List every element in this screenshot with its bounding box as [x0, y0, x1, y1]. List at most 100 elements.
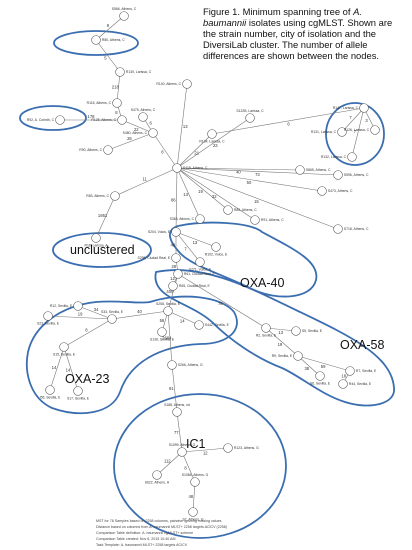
edge-distance-label: 112 — [164, 459, 171, 464]
edge-distance-label: 8 — [184, 466, 187, 471]
cluster-outline-oxa23 — [25, 295, 238, 415]
tree-edge — [351, 107, 365, 158]
tree-edge — [341, 107, 365, 133]
tree-edge — [176, 167, 323, 192]
strain-node — [250, 215, 260, 225]
edge-distance-label: 13 — [193, 240, 198, 245]
strain-label: S17, Sevilla, E — [67, 396, 90, 400]
edge-distance-label: 34 — [94, 307, 99, 312]
strain-label: R7, Sevilla, E — [356, 369, 377, 373]
tree-edge — [177, 273, 267, 329]
edge-distance-label: 56 — [160, 318, 165, 323]
edge-distance-label: 13 — [183, 192, 188, 197]
tree-edge — [95, 195, 116, 239]
edge-distance-label: 8 — [85, 328, 88, 333]
footer-line: Distance based on columns from A. bauman… — [96, 525, 227, 529]
strain-node — [171, 253, 181, 263]
edge-distance-label: 3 — [365, 118, 368, 123]
tree-edge — [181, 451, 196, 483]
strain-node — [177, 447, 187, 457]
strain-label: S718, Athens, C — [344, 227, 369, 231]
strain-label: R140, Athens, C — [156, 82, 181, 86]
edge-distance-label: 32 — [212, 194, 217, 199]
strain-label: S363, Athens, C — [170, 217, 195, 221]
tree-edge — [175, 231, 217, 248]
strain-node — [261, 323, 271, 333]
strain-node — [223, 205, 233, 215]
edge-distance-label: 11 — [143, 177, 148, 182]
tree-edge — [192, 481, 196, 513]
tree-edge — [156, 451, 183, 476]
strain-node — [152, 470, 162, 480]
strain-label: S122B, Larissa, C — [236, 109, 264, 113]
strain-label: R12, Sevilla, E — [50, 304, 73, 308]
strain-label: R128, Athens, C — [91, 118, 116, 122]
edge-distance-label: 78 — [218, 301, 223, 306]
strain-label: S480, Athens, C — [123, 131, 148, 135]
strain-label: R131, Larissa, C — [311, 130, 337, 134]
footer-line: Comparison Table definition: A. baumanni… — [96, 531, 193, 535]
cluster-labels: unclustered OXA-40 OXA-23 OXA-58 IC1 — [65, 243, 385, 451]
cluster-label-ic1: IC1 — [186, 437, 206, 451]
edge-distance-label: 19 — [78, 312, 83, 317]
tree-edge — [176, 117, 251, 169]
edge-distance-label: 2684 — [162, 336, 172, 341]
strain-node — [370, 125, 380, 135]
tree-edge — [121, 119, 154, 134]
strain-label: S442, Sevilla, E — [205, 323, 230, 327]
strain-label: S5, Sevilla, E — [302, 329, 323, 333]
edge-distance-label: 15 — [254, 199, 259, 204]
strain-label: S7, Athens, G — [183, 517, 204, 521]
strain-node — [182, 79, 192, 89]
edge-distance-label: 21 — [194, 151, 199, 156]
strain-label: S1084, Athens, G — [182, 473, 209, 477]
strain-node — [119, 11, 129, 21]
strain-label: R61, Ciudad Real, E — [184, 272, 216, 276]
strain-node — [190, 477, 200, 487]
tree-edge — [47, 315, 113, 320]
tree-edge — [49, 346, 65, 391]
strain-label: S566, Athens, C — [112, 7, 137, 11]
tree-edge — [297, 355, 321, 377]
tree-edge — [175, 231, 201, 263]
tree-edge — [95, 39, 121, 73]
strain-node — [359, 103, 369, 113]
tree-edge — [152, 132, 178, 169]
edge-distance-label: 23 — [213, 143, 218, 148]
strain-node — [107, 314, 117, 324]
edge-distance-label: 1951 — [98, 213, 108, 218]
tree-edge — [114, 167, 178, 197]
edge-distance-label: 73 — [255, 172, 260, 177]
strain-label: S419, Athens, C — [183, 166, 208, 170]
edge-distance-label: 14 — [180, 318, 185, 323]
strain-label: R9, Sevilla, E — [272, 354, 293, 358]
edge-distance-label: 178 — [88, 114, 96, 119]
strain-label: R123, Athens, G — [234, 446, 259, 450]
strain-label: R18, Larissa, A — [85, 243, 109, 247]
strain-node — [112, 98, 122, 108]
tree-edge — [167, 310, 200, 326]
edge-distance-label: 48 — [170, 242, 175, 247]
figure-footer: MST for 78 Samples based on 2258 columns… — [96, 519, 227, 547]
strain-label: S15, Sevilla, E — [53, 352, 76, 356]
strain-label: S204, Volos, E — [148, 230, 171, 234]
strain-node — [73, 386, 83, 396]
strain-node — [291, 326, 301, 336]
strain-label: S295, Ciudad Real, E — [137, 256, 170, 260]
edge-distance-label: 77 — [174, 430, 179, 435]
cluster-outline-corinth — [19, 105, 87, 131]
strain-node — [295, 165, 305, 175]
strain-label: S188, Athens, nd — [164, 403, 190, 407]
tree-edge — [107, 132, 154, 151]
figure-caption: Figure 1. Minimum spanning tree of A. ba… — [203, 6, 407, 61]
tree-edge — [176, 167, 339, 176]
edge-distance-label: 18 — [341, 373, 346, 378]
strain-label: R147, Larissa, C — [333, 106, 359, 110]
tree-edge — [265, 327, 297, 332]
strain-label: S33, Sevilla, E — [101, 310, 124, 314]
strain-node — [91, 233, 101, 243]
edge-distance-label: 9 — [107, 23, 110, 28]
strain-label: S475, Athens, C — [131, 108, 156, 112]
strain-node — [163, 306, 173, 316]
tree-edge — [211, 107, 365, 135]
